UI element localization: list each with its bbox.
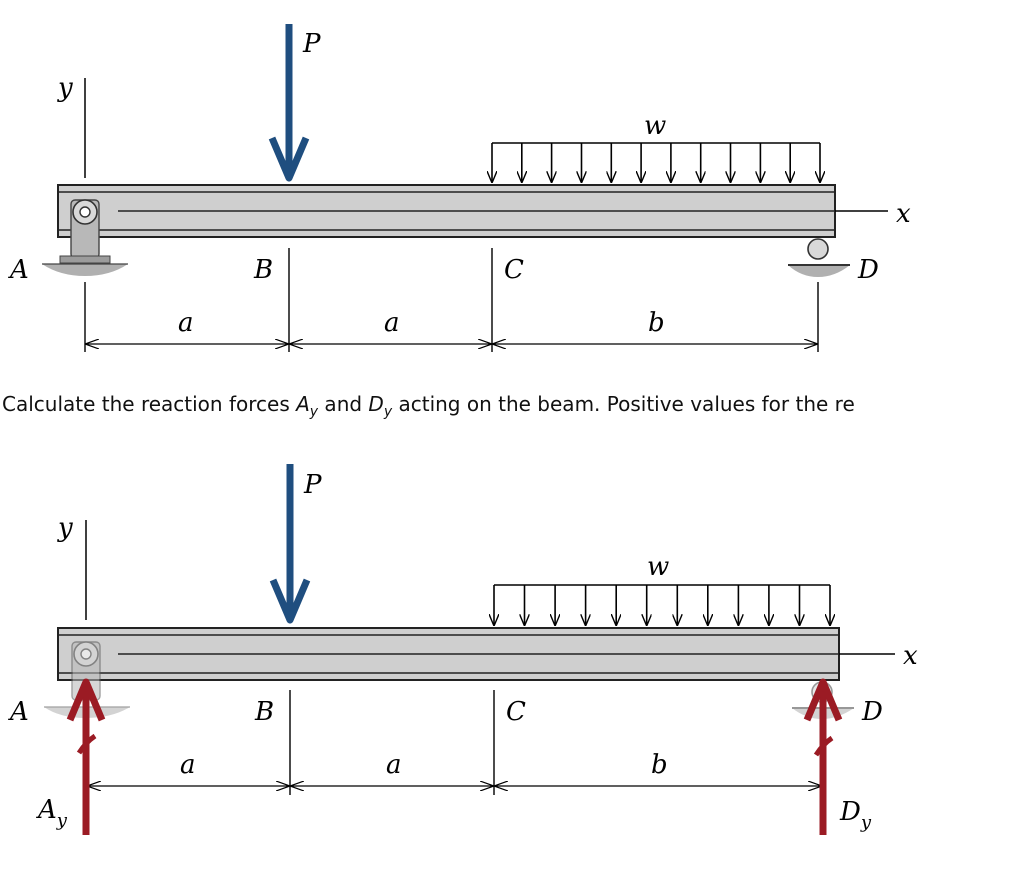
beam [57, 627, 840, 681]
prompt-text-1: Calculate the reaction forces [2, 392, 297, 416]
prompt-text-2: and [318, 392, 369, 416]
load-p-arrow [268, 24, 310, 182]
reaction-dy-label: Dy [839, 797, 872, 833]
reaction-dy-arrow [803, 678, 843, 835]
dimension-b-label: b [651, 750, 668, 780]
prompt-dy: D [368, 392, 384, 416]
dimension-a1-label: a [178, 308, 194, 338]
point-d-label: D [861, 697, 883, 727]
distributed-load-w [492, 142, 820, 182]
reaction-ay-sub: y [56, 810, 68, 831]
distributed-load-w [494, 584, 830, 625]
point-b-label: B [254, 697, 274, 727]
point-a-label: A [8, 697, 29, 727]
point-d-label: D [857, 255, 879, 285]
bottom-diagram: y x A D P [8, 464, 918, 835]
dimension-a1-label: a [180, 750, 196, 780]
reaction-dy-main: D [839, 797, 861, 827]
reaction-ay-arrow [66, 678, 106, 835]
prompt-dy-sub: y [383, 404, 393, 420]
beam [57, 184, 836, 238]
y-axis-label: y [57, 513, 73, 543]
load-p-label: P [303, 470, 322, 500]
point-c-label: C [506, 697, 526, 727]
reaction-dy-sub: y [860, 812, 872, 833]
load-p-arrow [269, 464, 311, 624]
prompt-ay: A [296, 392, 310, 416]
dimension-b-label: b [648, 308, 665, 338]
reaction-ay-main: A [36, 795, 57, 825]
pin-support-a [42, 199, 128, 276]
point-a-label: A [8, 255, 29, 285]
x-axis-label: x [896, 199, 911, 229]
dimension-a2-label: a [384, 308, 400, 338]
prompt-text-3: acting on the beam. Positive values for … [392, 392, 855, 416]
point-b-label: B [253, 255, 273, 285]
problem-prompt: Calculate the reaction forces Ay and Dy … [2, 392, 1024, 420]
load-p-label: P [302, 29, 321, 59]
point-c-label: C [504, 255, 524, 285]
top-diagram: y x A D [8, 24, 911, 352]
reaction-ay-label: Ay [36, 795, 68, 831]
prompt-ay-sub: y [309, 404, 319, 420]
roller-support-d [788, 238, 850, 277]
x-axis-label: x [903, 641, 918, 671]
load-w-label: w [647, 552, 669, 582]
dimension-a2-label: a [386, 750, 402, 780]
load-w-label: w [644, 111, 666, 141]
y-axis-label: y [57, 73, 73, 103]
